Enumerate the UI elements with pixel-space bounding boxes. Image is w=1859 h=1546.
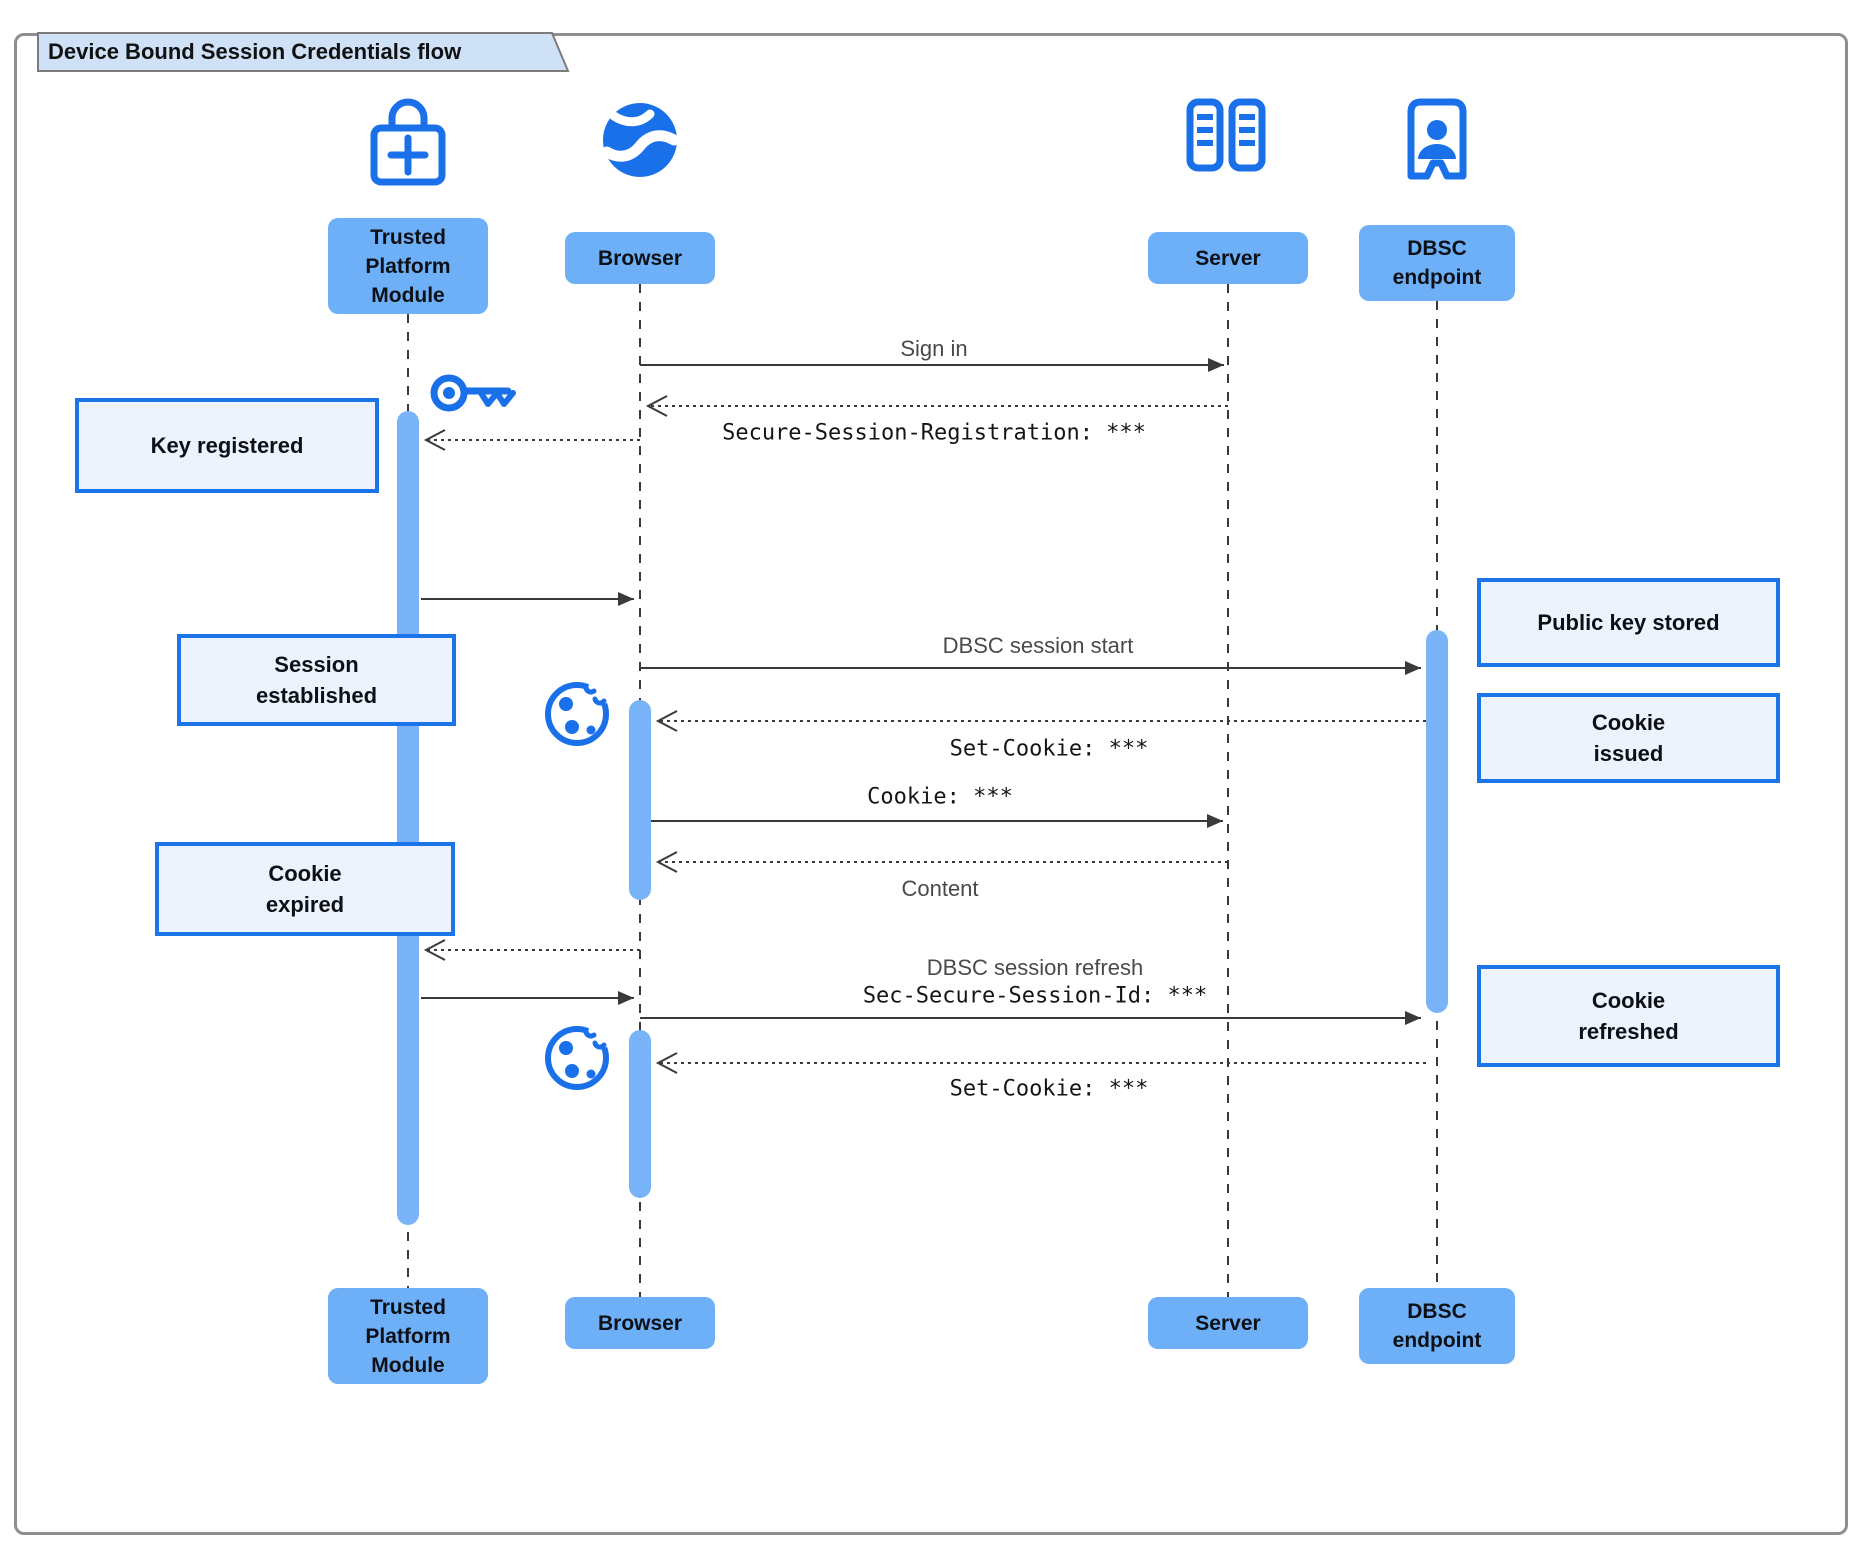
actor-top-tpm: Trusted Platform Module: [328, 218, 488, 314]
lock-plus-icon: [370, 98, 446, 186]
cookie-icon: [548, 1020, 616, 1087]
actor-bottom-tpm: Trusted Platform Module: [328, 1288, 488, 1384]
activation-bar-dbsc: [1426, 630, 1448, 1013]
title-tab: [37, 32, 570, 72]
note-cookie-issued: Cookie issued: [1477, 693, 1780, 783]
message-label-cookie: Cookie: ***: [867, 784, 1013, 810]
note-session-established: Session established: [177, 634, 456, 726]
message-label-sign-in: Sign in: [900, 336, 968, 361]
globe-icon: [601, 103, 680, 177]
note-cookie-expired: Cookie expired: [155, 842, 455, 936]
message-label-content: Content: [901, 876, 979, 901]
actor-bottom-server: Server: [1148, 1297, 1308, 1349]
actor-bottom-dbsc: DBSC endpoint: [1359, 1288, 1515, 1364]
person-badge-icon: [1407, 98, 1467, 180]
diagram-border: [14, 33, 1848, 1535]
activation-bar-tpm: [397, 411, 419, 1225]
message-label-set-cookie-2: Set-Cookie: ***: [949, 1076, 1149, 1102]
note-public-key-stored: Public key stored: [1477, 578, 1780, 667]
message-label-set-cookie-1: Set-Cookie: ***: [949, 736, 1149, 762]
message-label-dbsc-session-refresh: DBSC session refresh: [926, 955, 1144, 980]
actor-top-dbsc: DBSC endpoint: [1359, 225, 1515, 301]
server-racks-icon: [1186, 98, 1266, 172]
actor-bottom-browser: Browser: [565, 1297, 715, 1349]
note-key-registered: Key registered: [75, 398, 379, 493]
activation-bar-browser-2: [629, 1030, 651, 1198]
actor-top-server: Server: [1148, 232, 1308, 284]
note-cookie-refreshed: Cookie refreshed: [1477, 965, 1780, 1067]
message-label-sec-secure-session-id: Sec-Secure-Session-Id: ***: [862, 983, 1208, 1009]
key-icon: [430, 374, 516, 412]
diagram-title: Device Bound Session Credentials flow: [48, 39, 462, 64]
activation-bar-browser-1: [629, 700, 651, 900]
message-label-secure-session-registration: Secure-Session-Registration: ***: [722, 420, 1146, 446]
cookie-icon: [548, 676, 616, 743]
actor-top-browser: Browser: [565, 232, 715, 284]
message-label-dbsc-session-start: DBSC session start: [942, 633, 1134, 658]
